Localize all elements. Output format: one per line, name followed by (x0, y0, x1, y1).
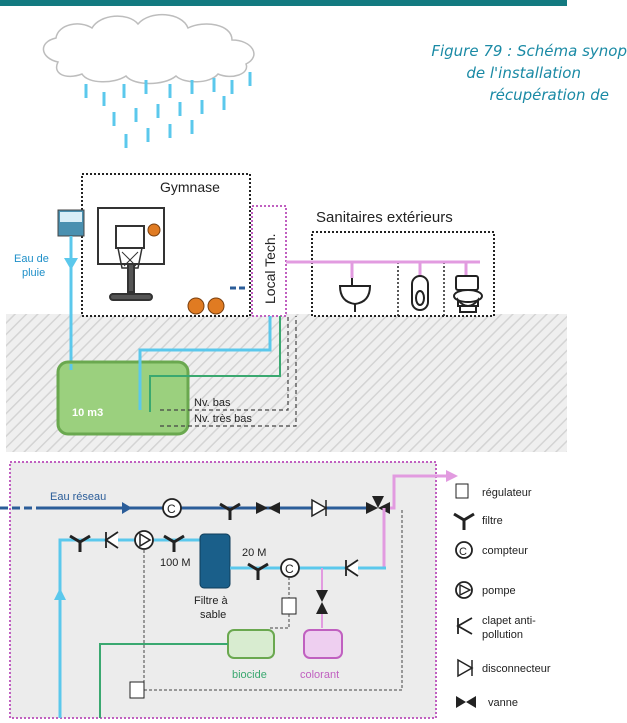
eau-de-pluie-label: pluie (22, 267, 45, 279)
treated-water-out (390, 474, 448, 510)
flow-arrow-icon (64, 258, 78, 270)
filter-icon (453, 512, 475, 530)
basketball-icon (187, 297, 205, 315)
svg-text:C: C (167, 502, 176, 516)
svg-text:C: C (459, 546, 467, 558)
regulator-icon (455, 483, 469, 499)
disconnector-icon (311, 498, 328, 518)
legend-label: disconnecteur (482, 663, 551, 675)
meter-icon (162, 498, 182, 518)
filter-100-label: 100 M (160, 557, 191, 569)
eau-de-pluie-label: Eau de (14, 253, 49, 265)
sensor-line (99, 643, 228, 718)
filter-icon (163, 534, 185, 552)
disconnector-icon (457, 658, 474, 678)
sensor-line (149, 316, 281, 412)
filter-icon (69, 534, 91, 552)
legend-label: régulateur (482, 487, 532, 499)
colorant-label: colorant (300, 669, 339, 681)
colorant-tank (303, 629, 343, 659)
legend-label: compteur (482, 545, 528, 557)
gymnase-label: Gymnase (160, 179, 220, 195)
basketball-icon (147, 223, 161, 237)
check-valve-icon (344, 559, 359, 577)
sand-filter (199, 533, 231, 589)
legend-label: pompe (482, 585, 516, 597)
legend-label: vanne (488, 697, 518, 709)
rain-drops (84, 72, 252, 148)
filter-20-label: 20 M (242, 547, 266, 559)
sanitaires-label: Sanitaires extérieurs (316, 209, 453, 226)
meter-icon (280, 558, 300, 578)
tank-volume-label: 10 m3 (72, 407, 103, 419)
check-valve-icon (456, 617, 473, 635)
legend: régulateur filtre C compteur pompe clape… (453, 483, 551, 709)
nv-tres-bas-label: Nv. très bas (194, 413, 252, 425)
caption-line: récupération de (489, 86, 609, 104)
regulator-icon (129, 681, 145, 699)
sand-filter-label: sable (200, 609, 226, 621)
eau-reseau-label: Eau réseau (50, 491, 106, 503)
legend-label: filtre (482, 515, 503, 527)
caption-line: Figure 79 : Schéma synop (431, 42, 627, 60)
legend-label: clapet anti- (482, 615, 536, 627)
valve-icon (316, 590, 328, 602)
sand-filter-label: Filtre à (194, 595, 229, 607)
urinal-icon (411, 275, 429, 311)
filter-icon (219, 502, 241, 520)
basketball-icon (207, 297, 225, 315)
meter-icon (455, 541, 473, 559)
rainwater-tank (56, 360, 190, 436)
nv-bas-label: Nv. bas (194, 397, 231, 409)
installation-diagram: Gymnase Local Tech. Sanitaires extérieur… (0, 0, 567, 719)
biocide-tank (227, 629, 275, 659)
biocide-label: biocide (232, 669, 267, 681)
caption-line: de l'installation (466, 64, 581, 82)
sink-icon (338, 278, 372, 312)
filter-icon (247, 562, 269, 580)
local-tech-label: Local Tech. (262, 233, 278, 304)
regulator-icon (281, 597, 297, 615)
valve-icon (256, 502, 268, 514)
suction-pipe (138, 316, 272, 410)
figure-caption: Figure 79 : Schéma synop de l'installati… (300, 40, 627, 130)
legend-label: pollution (482, 629, 523, 641)
toilet-icon (453, 275, 483, 313)
valve-icon (456, 696, 466, 708)
cloud-icon (42, 13, 255, 85)
header-bar (0, 0, 567, 6)
svg-text:C: C (285, 562, 294, 576)
check-valve-icon (104, 531, 119, 549)
